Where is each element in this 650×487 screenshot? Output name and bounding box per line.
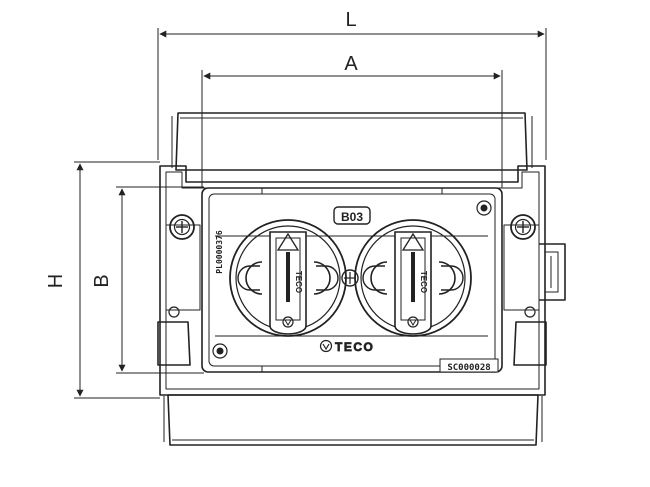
- dimension-L: [157, 28, 547, 160]
- dimension-label-B: B: [91, 274, 113, 287]
- dimension-label-A: A: [344, 53, 358, 75]
- serial-number: SC000028: [447, 363, 490, 373]
- code-label: B03: [341, 210, 363, 224]
- code-label-box: B03: [333, 206, 371, 225]
- dimension-H: [74, 161, 160, 399]
- dimension-A: [201, 70, 503, 188]
- device-body: [157, 112, 566, 446]
- serial-tab: SC000028: [439, 358, 499, 373]
- right-mount-screw: [510, 214, 536, 240]
- plate-screw-top-right: [476, 200, 492, 216]
- dimension-label-H: H: [45, 274, 67, 288]
- left-mount-screw: [169, 214, 195, 240]
- dimension-label-L: L: [345, 9, 356, 31]
- plate-screw-bottom-left: [212, 343, 228, 359]
- brand-text: TECO: [335, 340, 374, 354]
- socket-right-brand: TECO: [419, 271, 428, 293]
- brand-logo: TECO: [319, 340, 374, 354]
- socket-left: [229, 219, 347, 337]
- part-number: PL0000376: [215, 230, 224, 274]
- socket-left-brand: TECO: [294, 271, 303, 293]
- socket-right: [354, 219, 472, 337]
